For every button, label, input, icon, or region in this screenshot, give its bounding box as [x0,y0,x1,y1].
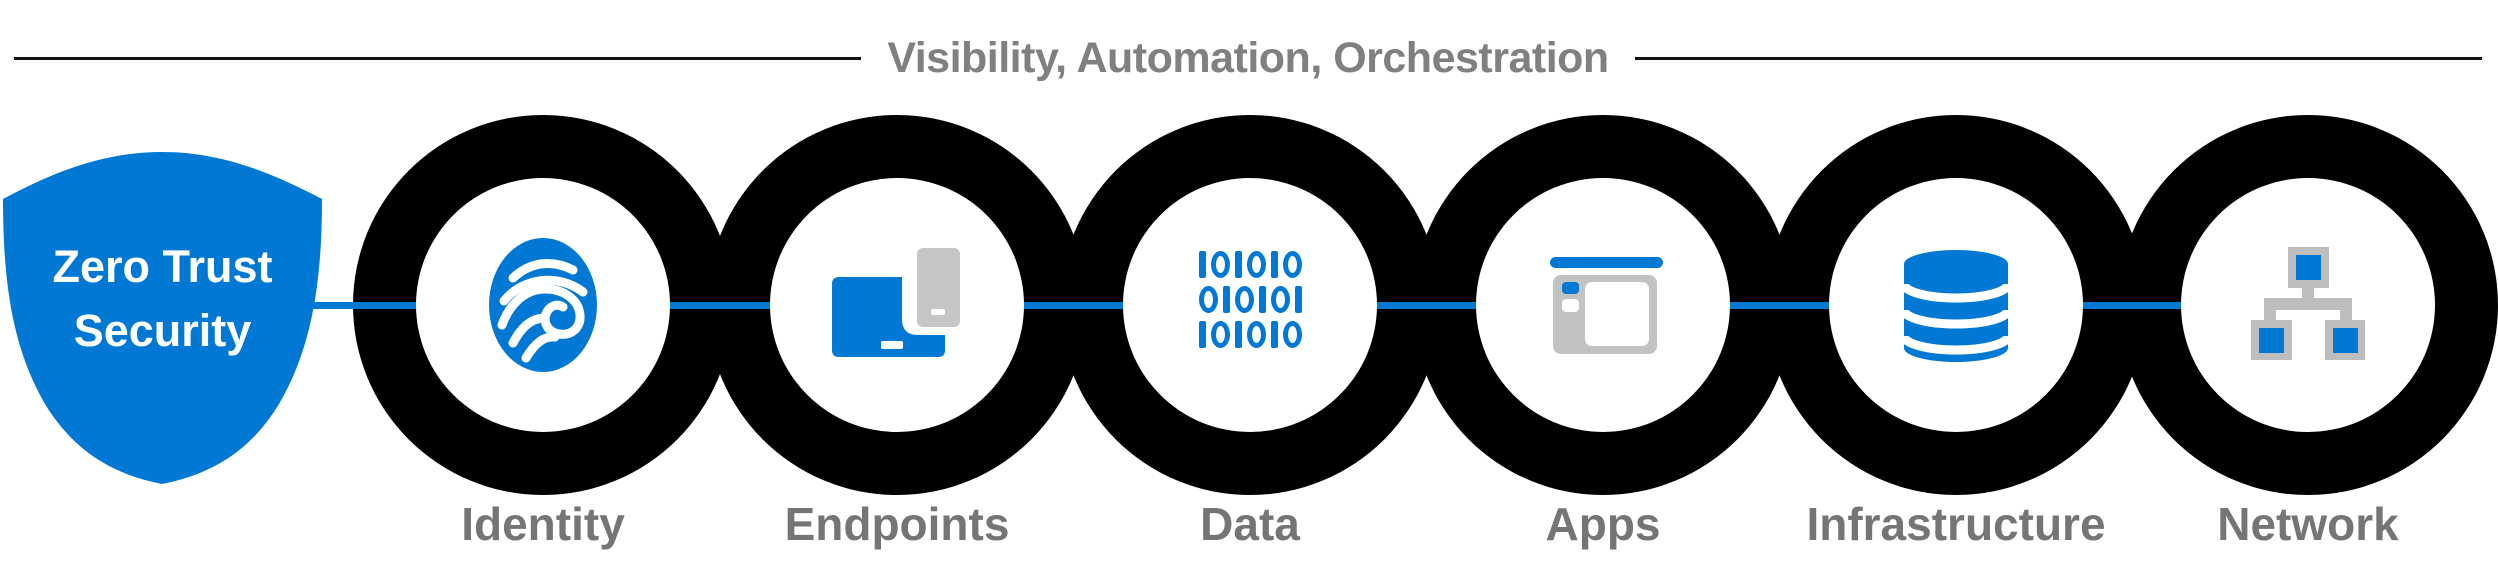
network-icon [2251,246,2366,365]
node-label: Data [1200,498,1300,550]
phone-icon [917,248,960,327]
node-label: Network [2217,498,2399,550]
shield-text-line2: Security [73,305,252,356]
app-window-icon [1550,257,1663,354]
laptop-icon [832,277,945,357]
fingerprint-icon [488,237,598,378]
devices-icon [832,245,962,365]
binary-row [1194,321,1306,348]
node-label: Infrastructure [1806,498,2106,550]
shield-icon [3,152,322,484]
title-rule-right [1634,57,2482,60]
binary-icon [1194,251,1306,356]
node-label: Apps [1545,498,1661,550]
app-window-blue-tile [1562,282,1579,294]
binary-row [1194,286,1306,313]
app-window-body [1553,275,1657,354]
app-window-titlebar [1550,257,1663,268]
shield-text-line1: Zero Trust [52,241,273,292]
node-label: Endpoints [784,498,1010,550]
database-icon [1899,250,2013,367]
node-label: Identity [461,498,625,550]
diagram-title: Visibility, Automation, Orchestration [887,34,1609,82]
app-window-content [1585,282,1649,346]
title-band: Visibility, Automation, Orchestration [14,34,2482,83]
zero-trust-shield: Zero Trust Security [0,147,325,487]
shield-text: Zero Trust Security [0,235,325,363]
title-rule-left [14,57,862,60]
binary-row [1194,251,1306,278]
app-window-white-tile [1562,299,1579,312]
